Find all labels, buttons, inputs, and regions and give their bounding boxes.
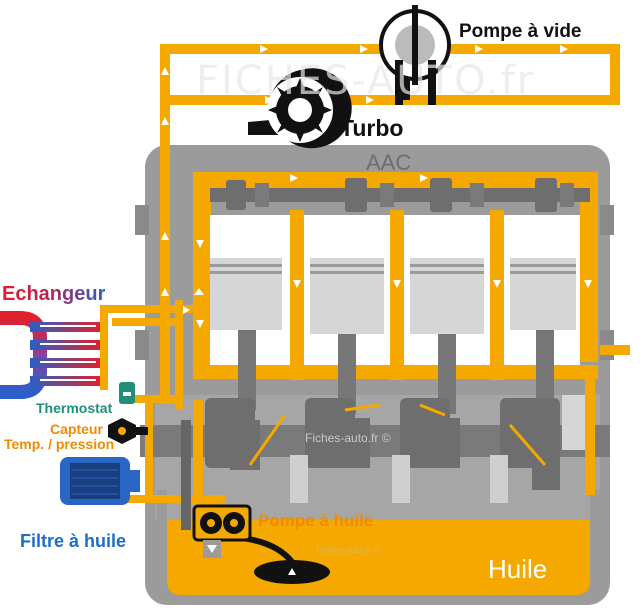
label-thermostat: Thermostat [36,400,113,416]
label-aac: AAC [366,150,412,175]
crankshaft [140,395,610,503]
vacuum-pump-icon [379,5,451,105]
label-sensor-line1: Capteur [50,421,103,437]
watermark-center: Fiches-auto.fr © [305,431,391,445]
label-vacuum-pump: Pompe à vide [459,21,582,42]
watermark-small: Fiches-auto.fr © [316,545,381,555]
label-turbo: Turbo [340,115,404,141]
heat-exchanger-icon [0,311,100,399]
piston-1 [210,258,282,410]
piston-4 [510,258,576,410]
oil-sump-outline [157,490,600,605]
label-oil: Huile [488,554,548,584]
oil-filter-icon [60,457,140,505]
camshaft [210,178,590,212]
turbo-icon [248,68,352,149]
label-exchanger: Echangeur [2,283,106,305]
flow-arrows [161,45,592,328]
watermark-top: FICHES-AUTO.fr [196,58,536,104]
label-sensor-line2: Temp. / pression [4,436,115,452]
sensor-icon [108,418,148,444]
gear-pump-icon [192,504,252,558]
label-oil-pump: Pompe à huile [258,511,374,530]
pickup-arrow [288,568,296,575]
piston-2 [310,258,384,414]
piston-3 [410,258,484,414]
label-oil-filter: Filtre à huile [20,531,127,551]
thermostat-icon [119,382,135,404]
